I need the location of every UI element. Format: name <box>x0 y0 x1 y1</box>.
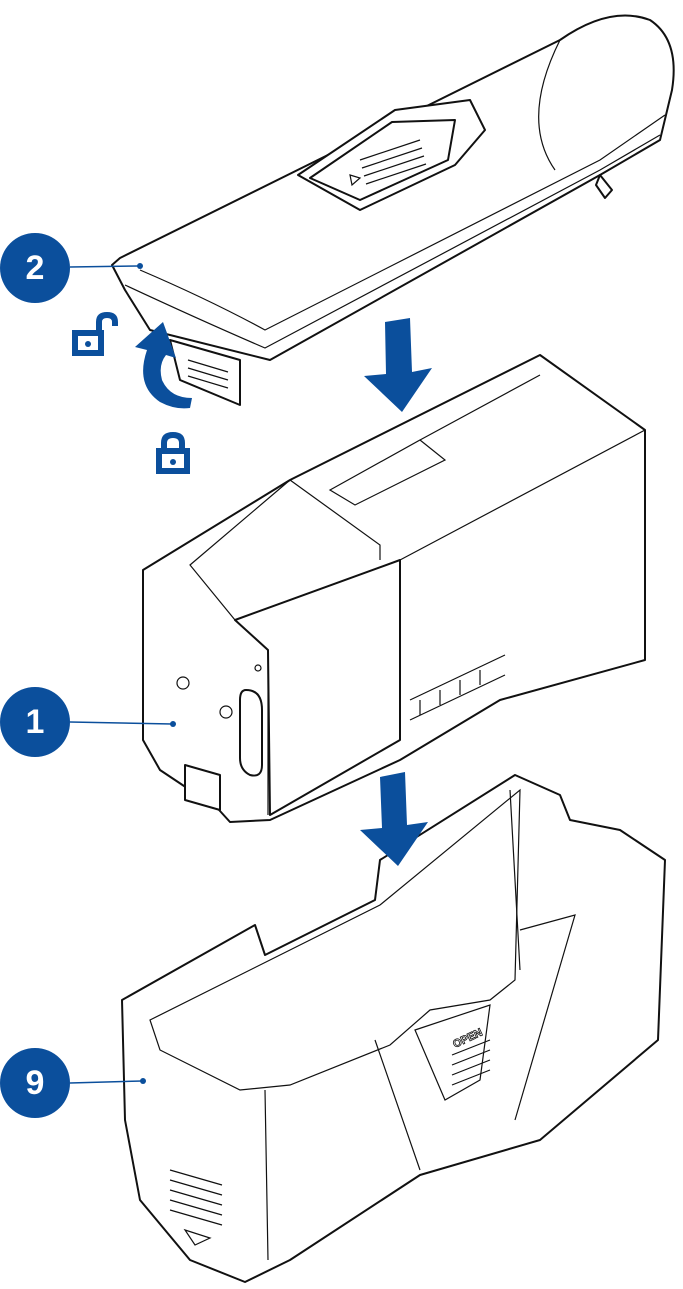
callout-number: 2 <box>26 249 45 287</box>
callout-number: 9 <box>26 1064 45 1102</box>
case-part: OPEN <box>121 774 666 1283</box>
callout-9: 9 <box>0 1048 146 1118</box>
lock-icon <box>156 432 190 474</box>
rotate-arrow-icon <box>135 322 192 409</box>
down-arrow-icon <box>364 318 432 412</box>
down-arrow-icon <box>360 772 428 866</box>
callout-1: 1 <box>0 687 176 757</box>
battery-module-part <box>142 354 646 823</box>
callout-number: 1 <box>26 703 45 741</box>
callout-2: 2 <box>0 233 143 303</box>
cover-part <box>111 14 675 406</box>
unlock-icon <box>72 312 118 356</box>
